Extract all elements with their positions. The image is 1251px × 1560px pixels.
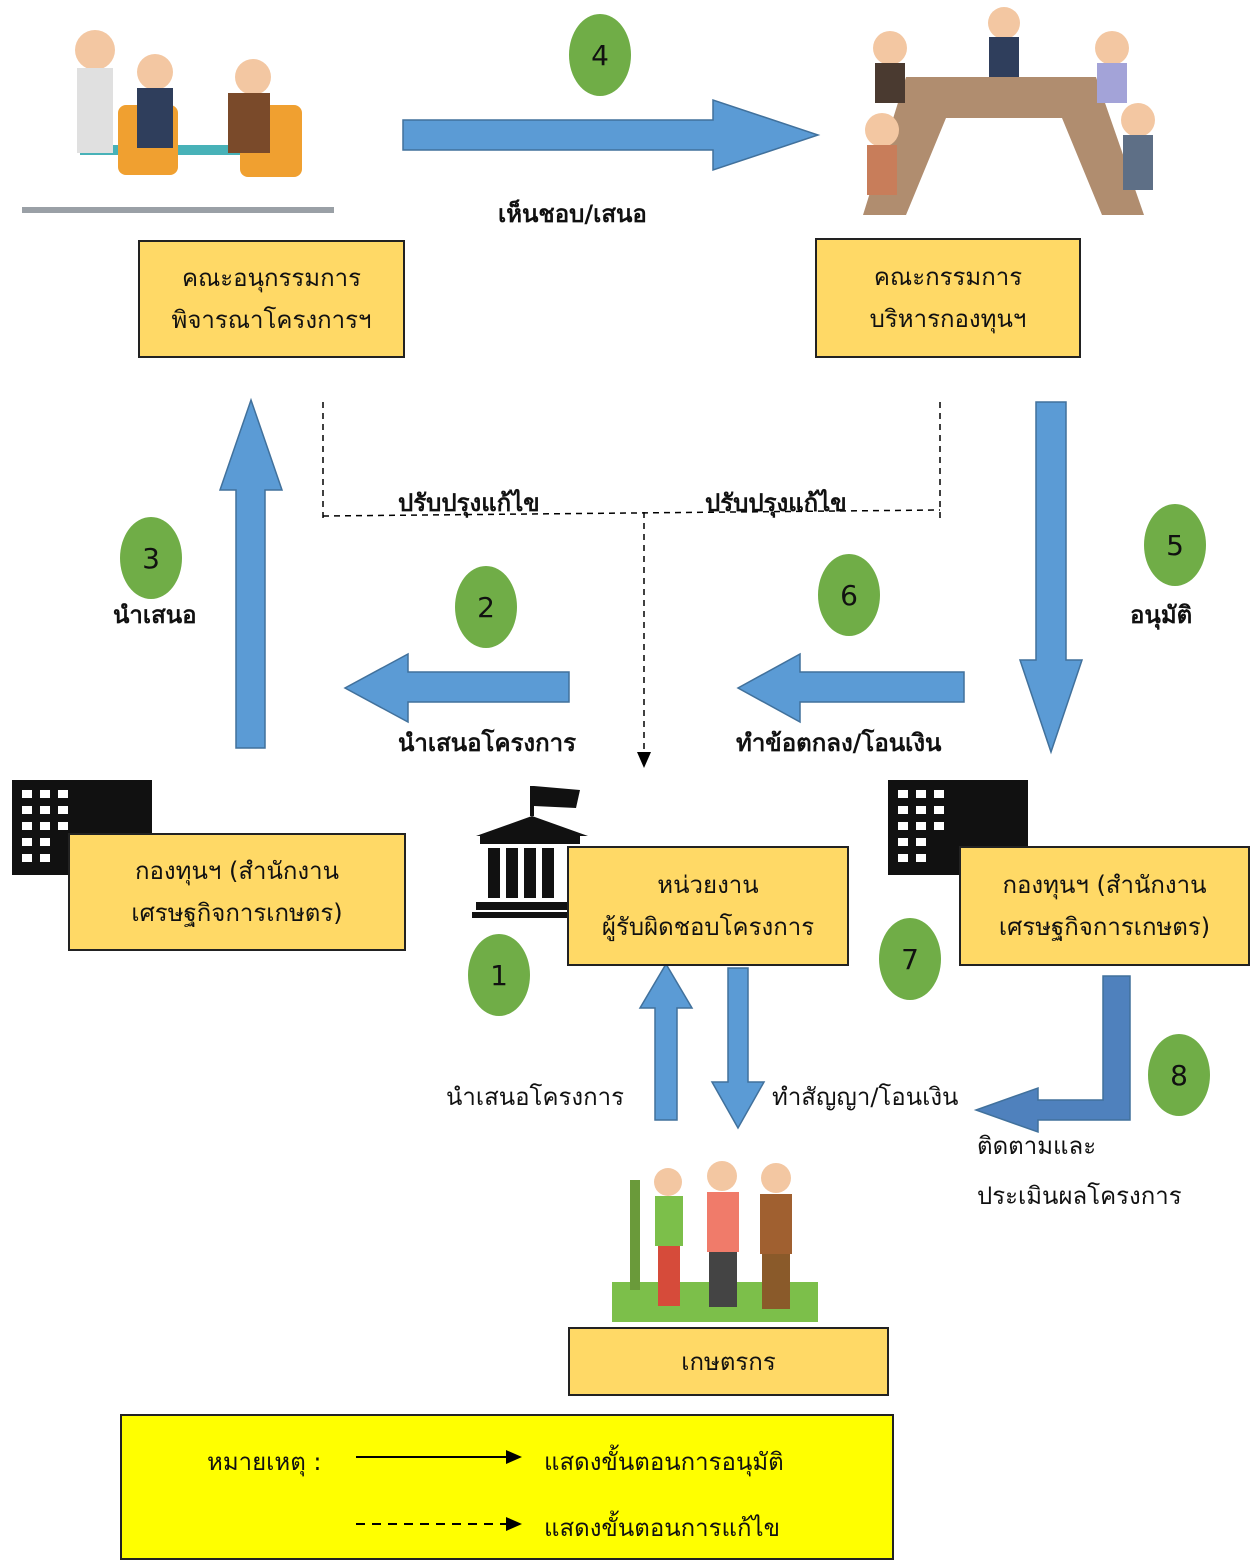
step-badge-4: 4: [569, 14, 631, 96]
step-badge-6: 6: [818, 554, 880, 636]
label-approve: อนุมัติ: [1130, 601, 1193, 629]
label-present-project-2: นำเสนอโครงการ: [398, 729, 577, 757]
subcommittee-box: คณะอนุกรรมการพิจารณาโครงการฯ: [138, 240, 405, 358]
fund-right-line1: กองทุนฯ (สำนักงาน: [1002, 871, 1207, 899]
arrow-farmer-down: [710, 967, 766, 1130]
label-monitor-line2: ประเมินผลโครงการ: [977, 1182, 1182, 1210]
arrow-step-5: [1018, 401, 1084, 755]
label-endorse-propose: เห็นชอบ/เสนอ: [498, 200, 647, 228]
step-badge-7: 7: [879, 918, 941, 1000]
fund-right-line2: เศรษฐกิจการเกษตร): [998, 913, 1211, 941]
legend-dashed-label: แสดงขั้นตอนการแก้ไข: [544, 1514, 781, 1542]
legend-box: หมายเหตุ : แสดงขั้นตอนการอนุมัติ แสดงขั้…: [120, 1414, 894, 1560]
revision-arrowhead: [637, 752, 651, 768]
step-badge-1: 1: [468, 934, 530, 1016]
arrow-step-3: [218, 397, 284, 749]
farmers-box: เกษตรกร: [568, 1327, 889, 1396]
arrow-step-2: [343, 652, 570, 724]
step-badge-2: 2: [455, 566, 517, 648]
farmers-line1: เกษตรกร: [681, 1347, 776, 1376]
farmers-illustration: [612, 1161, 818, 1322]
label-monitor-line1: ติดตามและ: [977, 1132, 1097, 1160]
arrow-step-4: [402, 98, 821, 172]
subcommittee-line1: คณะอนุกรรมการ: [181, 264, 362, 292]
label-contract-transfer: ทำสัญญา/โอนเงิน: [772, 1083, 959, 1111]
step-badge-3: 3: [120, 517, 182, 599]
subcommittee-line2: พิจารณาโครงการฯ: [171, 306, 372, 334]
legend-arrows: [356, 1450, 522, 1531]
fund-left-box: กองทุนฯ (สำนักงานเศรษฐกิจการเกษตร): [68, 833, 406, 951]
committee-illustration: [863, 7, 1155, 215]
agency-line1: หน่วยงาน: [657, 871, 759, 899]
label-present: นำเสนอ: [113, 601, 197, 629]
government-building-icon: [472, 786, 588, 918]
revision-dashed-lines: [322, 402, 941, 752]
committee-line1: คณะกรรมการ: [873, 263, 1023, 291]
fund-left-line2: เศรษฐกิจการเกษตร): [131, 899, 343, 927]
legend-solid-label: แสดงขั้นตอนการอนุมัติ: [544, 1448, 784, 1476]
fund-left-line1: กองทุนฯ (สำนักงาน: [134, 857, 340, 885]
committee-line2: บริหารกองทุนฯ: [869, 305, 1027, 333]
arrow-step-8: [973, 975, 1131, 1134]
legend-title: หมายเหตุ :: [207, 1448, 322, 1476]
step-badge-5: 5: [1144, 504, 1206, 586]
label-revise-left: ปรับปรุงแก้ไข: [398, 489, 540, 517]
fund-right-box: กองทุนฯ (สำนักงานเศรษฐกิจการเกษตร): [959, 846, 1250, 966]
subcommittee-illustration: [22, 30, 334, 213]
label-agreement-transfer: ทำข้อตกลง/โอนเงิน: [736, 729, 942, 757]
agency-line2: ผู้รับผิดชอบโครงการ: [601, 913, 815, 941]
arrow-step-6: [736, 652, 965, 724]
label-present-project-1: นำเสนอโครงการ: [446, 1083, 625, 1111]
agency-box: หน่วยงานผู้รับผิดชอบโครงการ: [567, 846, 849, 966]
step-badge-8: 8: [1148, 1034, 1210, 1116]
committee-box: คณะกรรมการบริหารกองทุนฯ: [815, 238, 1081, 358]
label-revise-right: ปรับปรุงแก้ไข: [705, 489, 847, 517]
arrow-farmer-up: [638, 962, 694, 1121]
